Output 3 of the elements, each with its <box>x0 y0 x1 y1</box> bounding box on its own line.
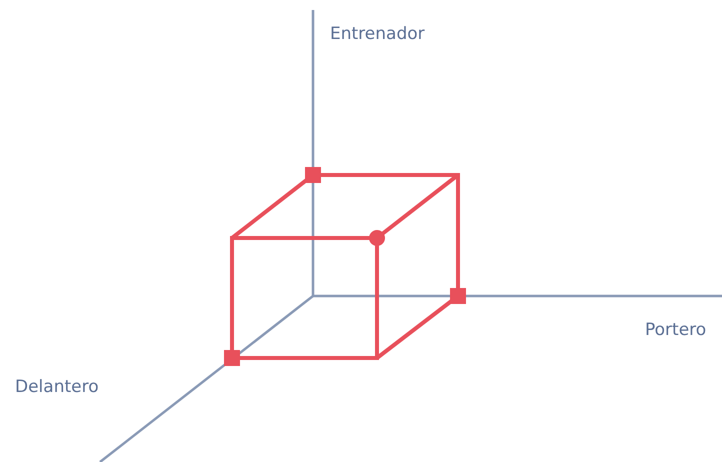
axis-label: Delantero <box>15 377 99 397</box>
axis-label: Portero <box>645 320 706 340</box>
axis-label: Entrenador <box>330 24 425 44</box>
